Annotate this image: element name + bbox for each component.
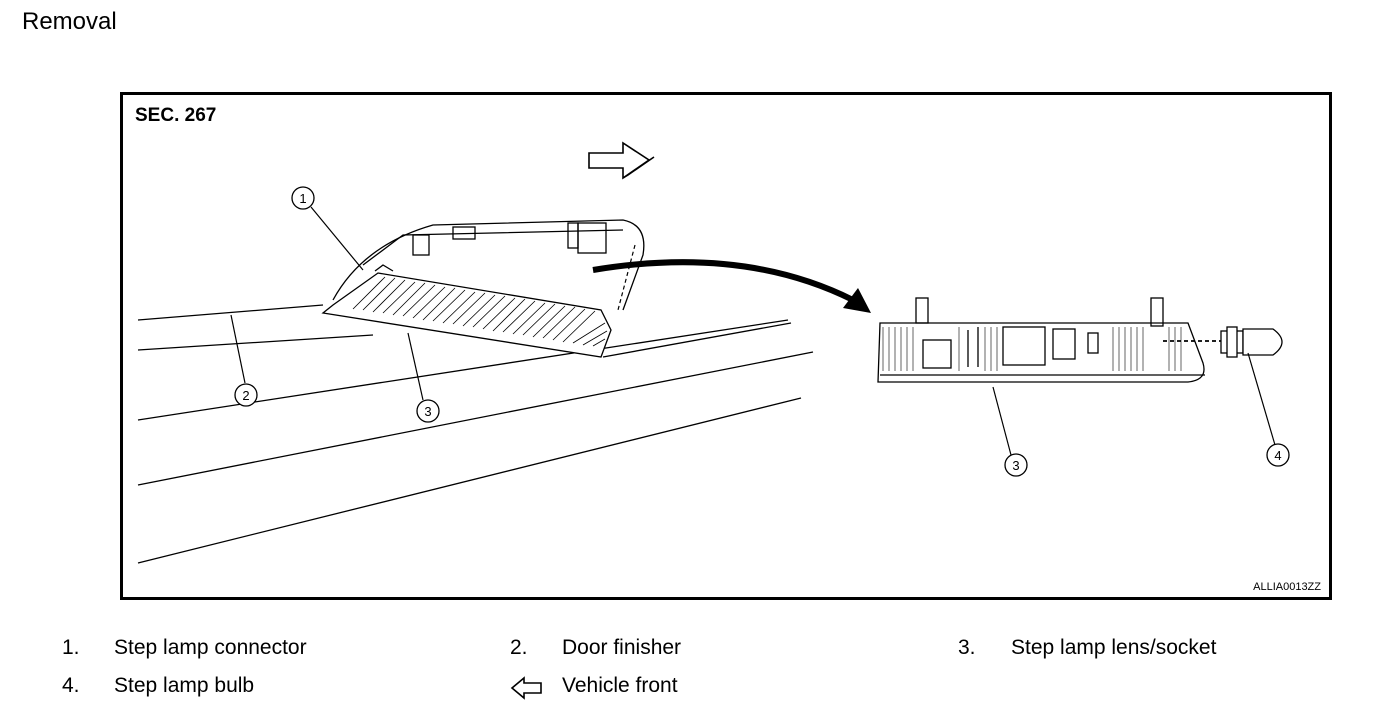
legend-label: Step lamp connector	[114, 636, 307, 659]
door-finisher-line	[137, 397, 802, 564]
callout-label: 3	[1012, 458, 1019, 473]
callout-3	[416, 399, 440, 423]
legend-number: 4.	[62, 674, 80, 697]
diagram-frame: SEC. 267	[120, 92, 1332, 600]
figure-code: ALLIA0013ZZ	[1253, 581, 1321, 593]
section-label: SEC. 267	[135, 105, 217, 126]
callout-1	[291, 186, 315, 210]
callout-4	[1266, 443, 1290, 467]
legend-label: Step lamp bulb	[114, 674, 255, 697]
door-finisher-line	[137, 334, 374, 351]
callout-label: 1	[299, 191, 306, 206]
legend-label: Vehicle front	[562, 674, 678, 697]
removed-lens-socket	[877, 297, 1205, 383]
step-lamp-bulb-illustration	[1220, 326, 1283, 358]
legend-number: 3.	[958, 636, 976, 659]
legend-label: Step lamp lens/socket	[1011, 636, 1217, 659]
legend-label: Door finisher	[562, 636, 682, 659]
callout-label: 2	[242, 388, 249, 403]
page-title: Removal	[22, 8, 117, 35]
legend-number: 2.	[510, 636, 528, 659]
callout-3-detail	[1004, 453, 1028, 477]
removal-direction-arrow	[592, 259, 855, 303]
callout-label: 4	[1274, 448, 1281, 463]
lamp-housing-outline	[332, 219, 645, 311]
callout-2	[234, 383, 258, 407]
callout-label: 3	[424, 404, 431, 419]
step-lamp-lens	[321, 272, 612, 358]
door-finisher-line	[137, 351, 814, 486]
front-arrow-icon	[510, 676, 542, 700]
diagram-illustration: 1 2 3 3 4	[137, 141, 1290, 564]
vehicle-front-arrow-icon	[588, 141, 655, 180]
door-finisher-line	[137, 304, 324, 321]
door-finisher-line	[602, 322, 792, 358]
legend-number: 1.	[62, 636, 80, 659]
